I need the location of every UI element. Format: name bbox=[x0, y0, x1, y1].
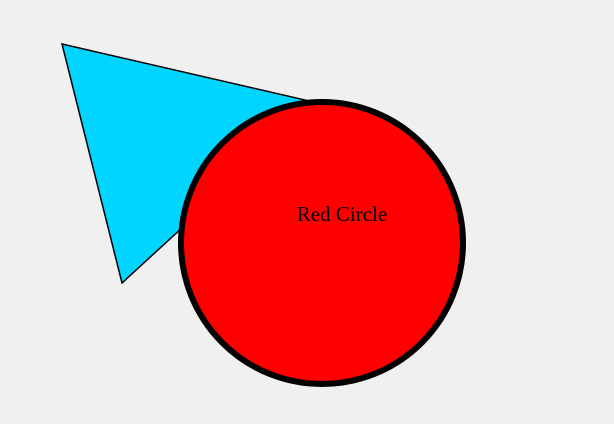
circle-label: Red Circle bbox=[297, 202, 387, 226]
red-circle bbox=[178, 99, 466, 387]
